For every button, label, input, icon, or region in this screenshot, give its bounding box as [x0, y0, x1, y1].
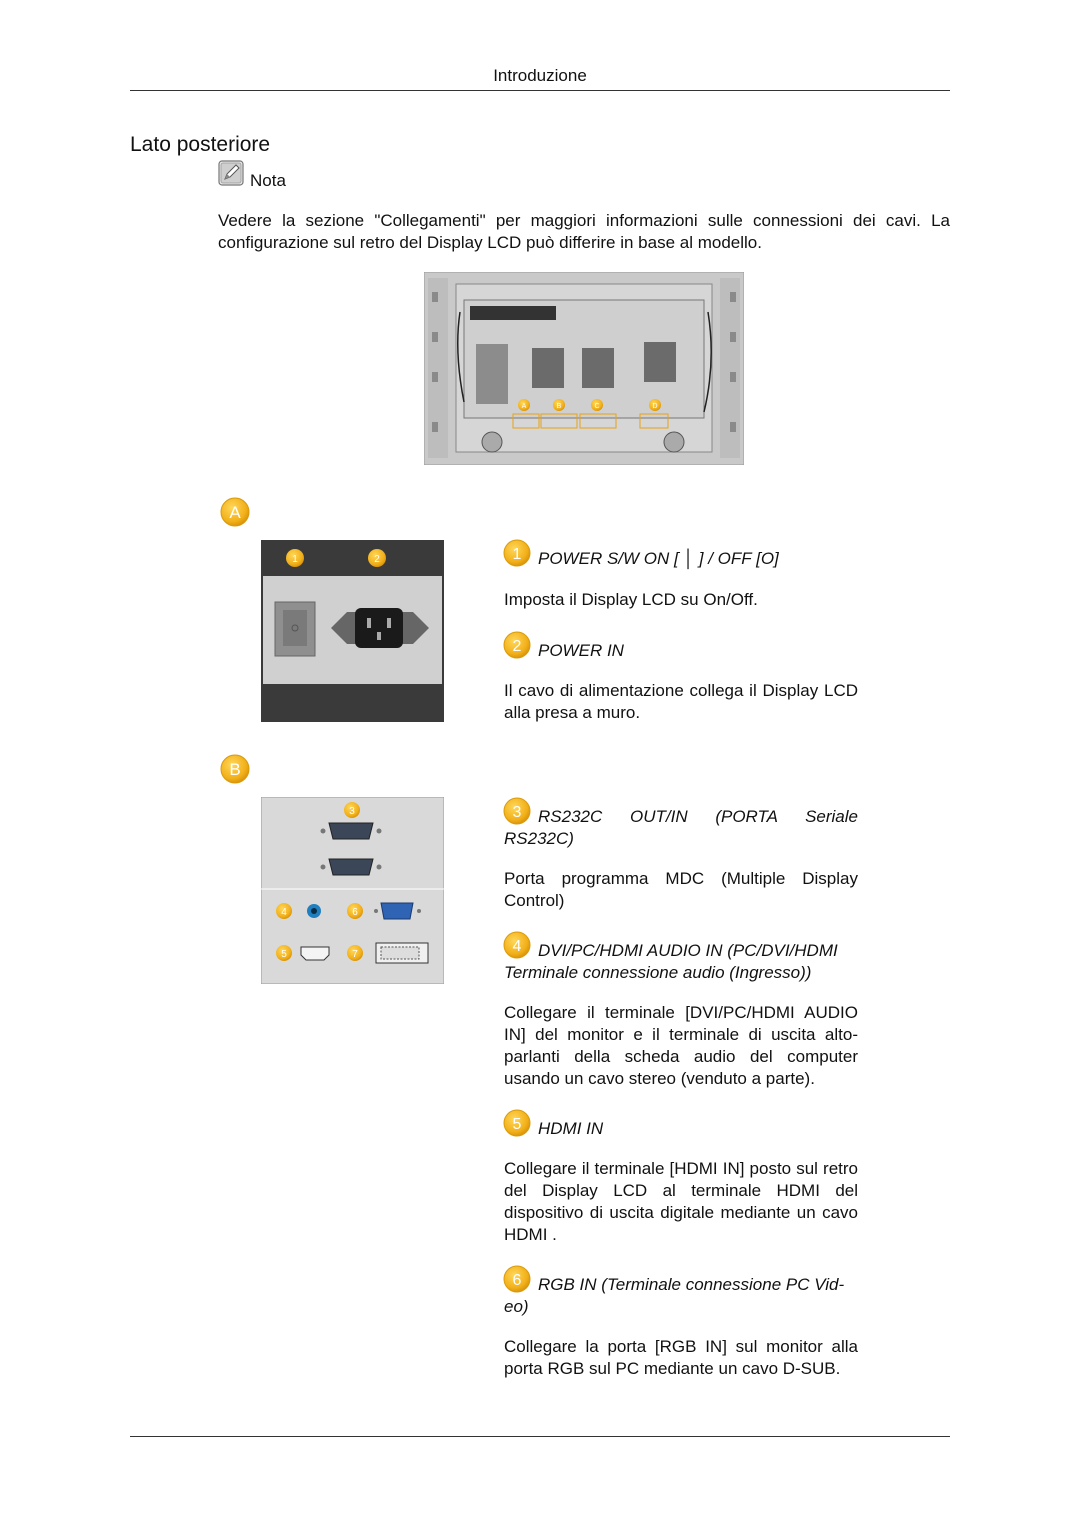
- number-5-badge: 5: [503, 1109, 531, 1137]
- overview-label-a: A: [518, 399, 530, 411]
- item-4-description: Collegare il terminale [DVI/PC/HDMI AUDI…: [504, 1003, 858, 1088]
- overview-label-b: B: [553, 399, 565, 411]
- header-rule: [130, 90, 950, 91]
- svg-text:4: 4: [513, 938, 522, 955]
- callout-7: 7: [347, 945, 363, 961]
- item-3-title: RS232C OUT/IN (PORTA Seriale RS232C): [504, 807, 858, 848]
- number-1-badge: 1: [503, 539, 531, 567]
- svg-text:4: 4: [281, 907, 287, 918]
- panel-a-power: 1 2: [261, 540, 444, 722]
- rs232c-port-out: [320, 822, 382, 840]
- callout-1: 1: [286, 549, 304, 567]
- section-title: Lato posteriore: [130, 133, 271, 156]
- item-4-title: DVI/PC/HDMI AUDIO IN (PC/DVI/HDMI Termin…: [504, 941, 838, 982]
- number-4-badge: 4: [503, 931, 531, 959]
- svg-text:3: 3: [349, 806, 355, 817]
- svg-text:2: 2: [513, 638, 522, 655]
- section-b-badge: B: [220, 754, 250, 784]
- svg-text:1: 1: [513, 546, 522, 563]
- item-6-description: Collegare la porta [RGB IN] sul monitor …: [504, 1337, 858, 1378]
- svg-text:A: A: [229, 503, 241, 522]
- svg-text:5: 5: [281, 949, 287, 960]
- item-1-title: POWER S/W ON [ │ ] / OFF [O]: [538, 549, 779, 568]
- rs232c-port-in: [320, 858, 382, 876]
- svg-text:5: 5: [513, 1116, 522, 1133]
- running-header: Introduzione: [493, 66, 587, 85]
- number-3-badge: 3: [503, 797, 531, 825]
- callout-3: 3: [344, 802, 360, 818]
- item-2-description: Il cavo di alimentazione collega il Disp…: [504, 681, 858, 722]
- footer-rule: [130, 1436, 950, 1437]
- overview-label-c: C: [591, 399, 603, 411]
- svg-text:3: 3: [513, 804, 522, 821]
- number-6-badge: 6: [503, 1265, 531, 1293]
- callout-2: 2: [368, 549, 386, 567]
- panel-b-connectors: 3 4 5 6 7: [261, 797, 444, 984]
- item-5-description: Collegare il terminale [HDMI IN] posto s…: [504, 1159, 858, 1244]
- svg-text:6: 6: [513, 1272, 522, 1289]
- item-5-title: HDMI IN: [538, 1119, 604, 1138]
- item-3-description: Porta programma MDC (Multiple Display Co…: [504, 869, 858, 910]
- section-a-badge: A: [220, 497, 250, 527]
- callout-4: 4: [276, 903, 292, 919]
- overview-label-d: D: [649, 399, 661, 411]
- svg-text:D: D: [652, 403, 657, 410]
- item-6-title: RGB IN (Terminale connessione PC Vid-eo): [504, 1275, 845, 1316]
- item-2-title: POWER IN: [538, 641, 624, 660]
- note-text: Vedere la sezione "Collegamenti" per mag…: [218, 211, 950, 252]
- number-2-badge: 2: [503, 631, 531, 659]
- note-pencil-icon: [218, 160, 244, 186]
- svg-text:B: B: [229, 760, 240, 779]
- svg-text:C: C: [594, 403, 599, 410]
- note-label: Nota: [250, 171, 286, 190]
- monitor-rear-diagram: A B C D: [424, 272, 744, 465]
- item-1-description: Imposta il Display LCD su On/Off.: [504, 590, 758, 609]
- callout-5: 5: [276, 945, 292, 961]
- svg-text:A: A: [522, 403, 527, 410]
- callout-6: 6: [347, 903, 363, 919]
- svg-text:7: 7: [352, 949, 358, 960]
- svg-text:1: 1: [292, 554, 298, 565]
- svg-text:6: 6: [352, 907, 358, 918]
- svg-text:B: B: [557, 403, 562, 410]
- svg-text:2: 2: [374, 554, 380, 565]
